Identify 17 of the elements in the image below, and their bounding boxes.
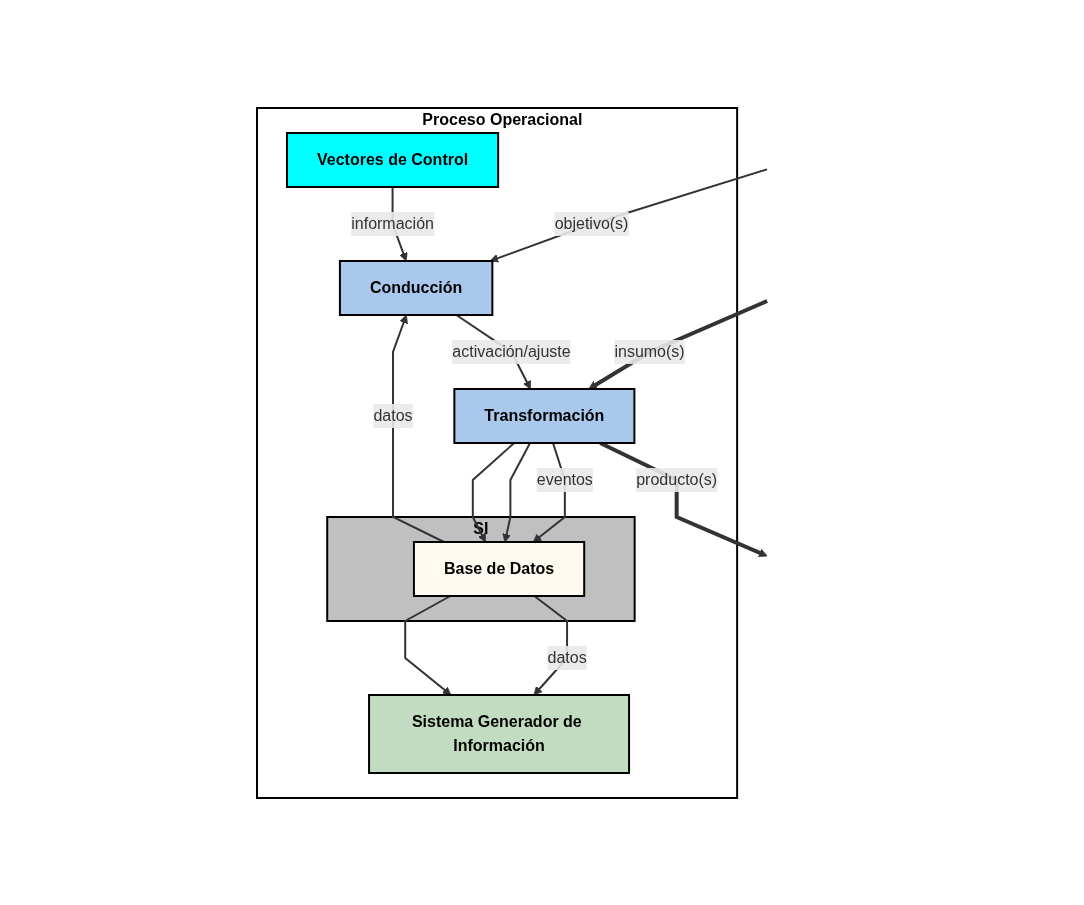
edge-label: datos [547, 648, 587, 666]
edge-label: insumo(s) [614, 342, 685, 360]
edge-label: información [351, 214, 434, 232]
edge-label: objetivo(s) [554, 214, 629, 232]
arrow [391, 314, 445, 543]
process-box: Base de Datos [412, 540, 586, 597]
edge-label: eventos [536, 470, 593, 488]
edge-label: datos [373, 406, 413, 424]
edge-label: activación/ajuste [452, 342, 571, 360]
process-box: Transformación [453, 387, 636, 444]
arrow [502, 441, 531, 542]
process-box: Conducción [338, 259, 494, 316]
process-box: Vectores de Control [285, 131, 500, 188]
process-box: Sistema Generador de Información [368, 693, 630, 774]
edge-label: producto(s) [636, 470, 718, 488]
arrow [404, 594, 452, 695]
arrow [471, 441, 516, 542]
